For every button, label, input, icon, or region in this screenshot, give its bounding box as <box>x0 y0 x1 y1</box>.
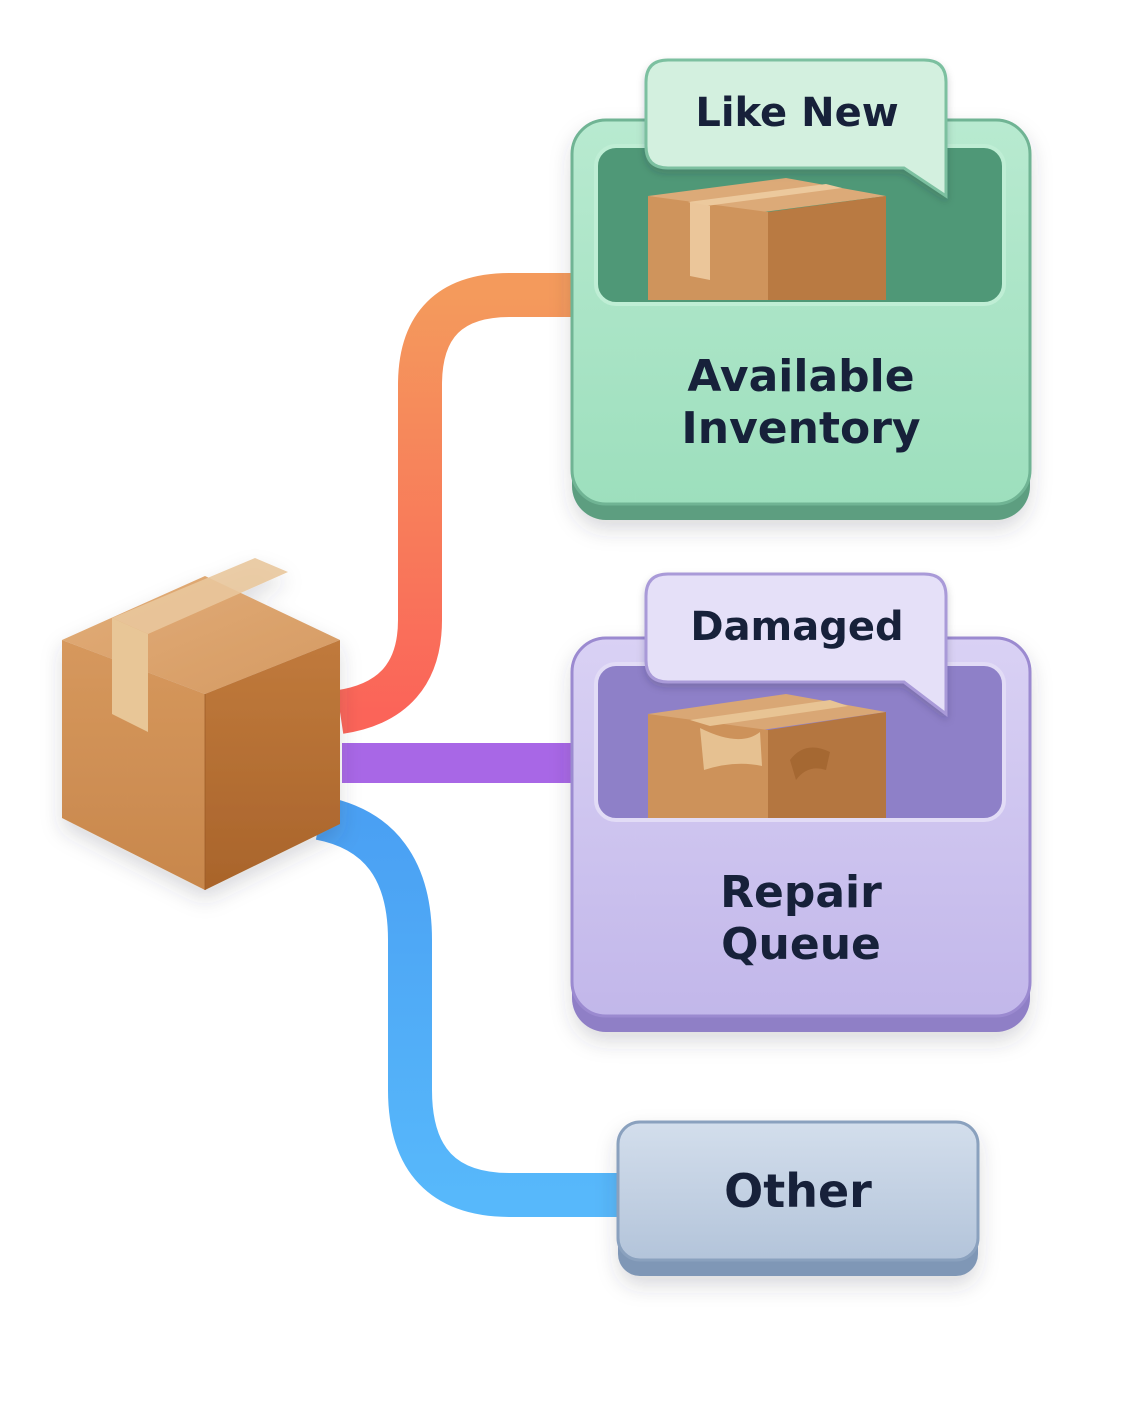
available-inventory-label: Available Inventory <box>576 330 1026 476</box>
other-label: Other <box>724 1163 872 1218</box>
bin-repair-queue <box>570 636 1032 1032</box>
bin-other <box>616 1120 980 1276</box>
cardboard-box-icon <box>62 558 340 890</box>
tag-like-new <box>644 58 948 199</box>
cardboard-box-icon <box>648 178 886 300</box>
route-lines <box>315 273 622 1217</box>
repair-queue-label: Repair Queue <box>576 846 1026 992</box>
damaged-box-icon <box>648 694 886 818</box>
tag-damaged-label: Damaged <box>690 604 904 651</box>
bin-available-inventory <box>570 118 1032 520</box>
tag-like-new-label: Like New <box>695 90 899 137</box>
available-inventory-line-1: Available <box>687 351 915 403</box>
route-line-like-new <box>336 273 580 734</box>
repair-queue-line-2: Queue <box>721 919 881 970</box>
route-line-other <box>315 796 622 1217</box>
available-inventory-line-2: Inventory <box>681 403 921 454</box>
source-package <box>62 558 340 890</box>
repair-queue-line-1: Repair <box>720 867 882 919</box>
tag-damaged <box>644 572 948 718</box>
